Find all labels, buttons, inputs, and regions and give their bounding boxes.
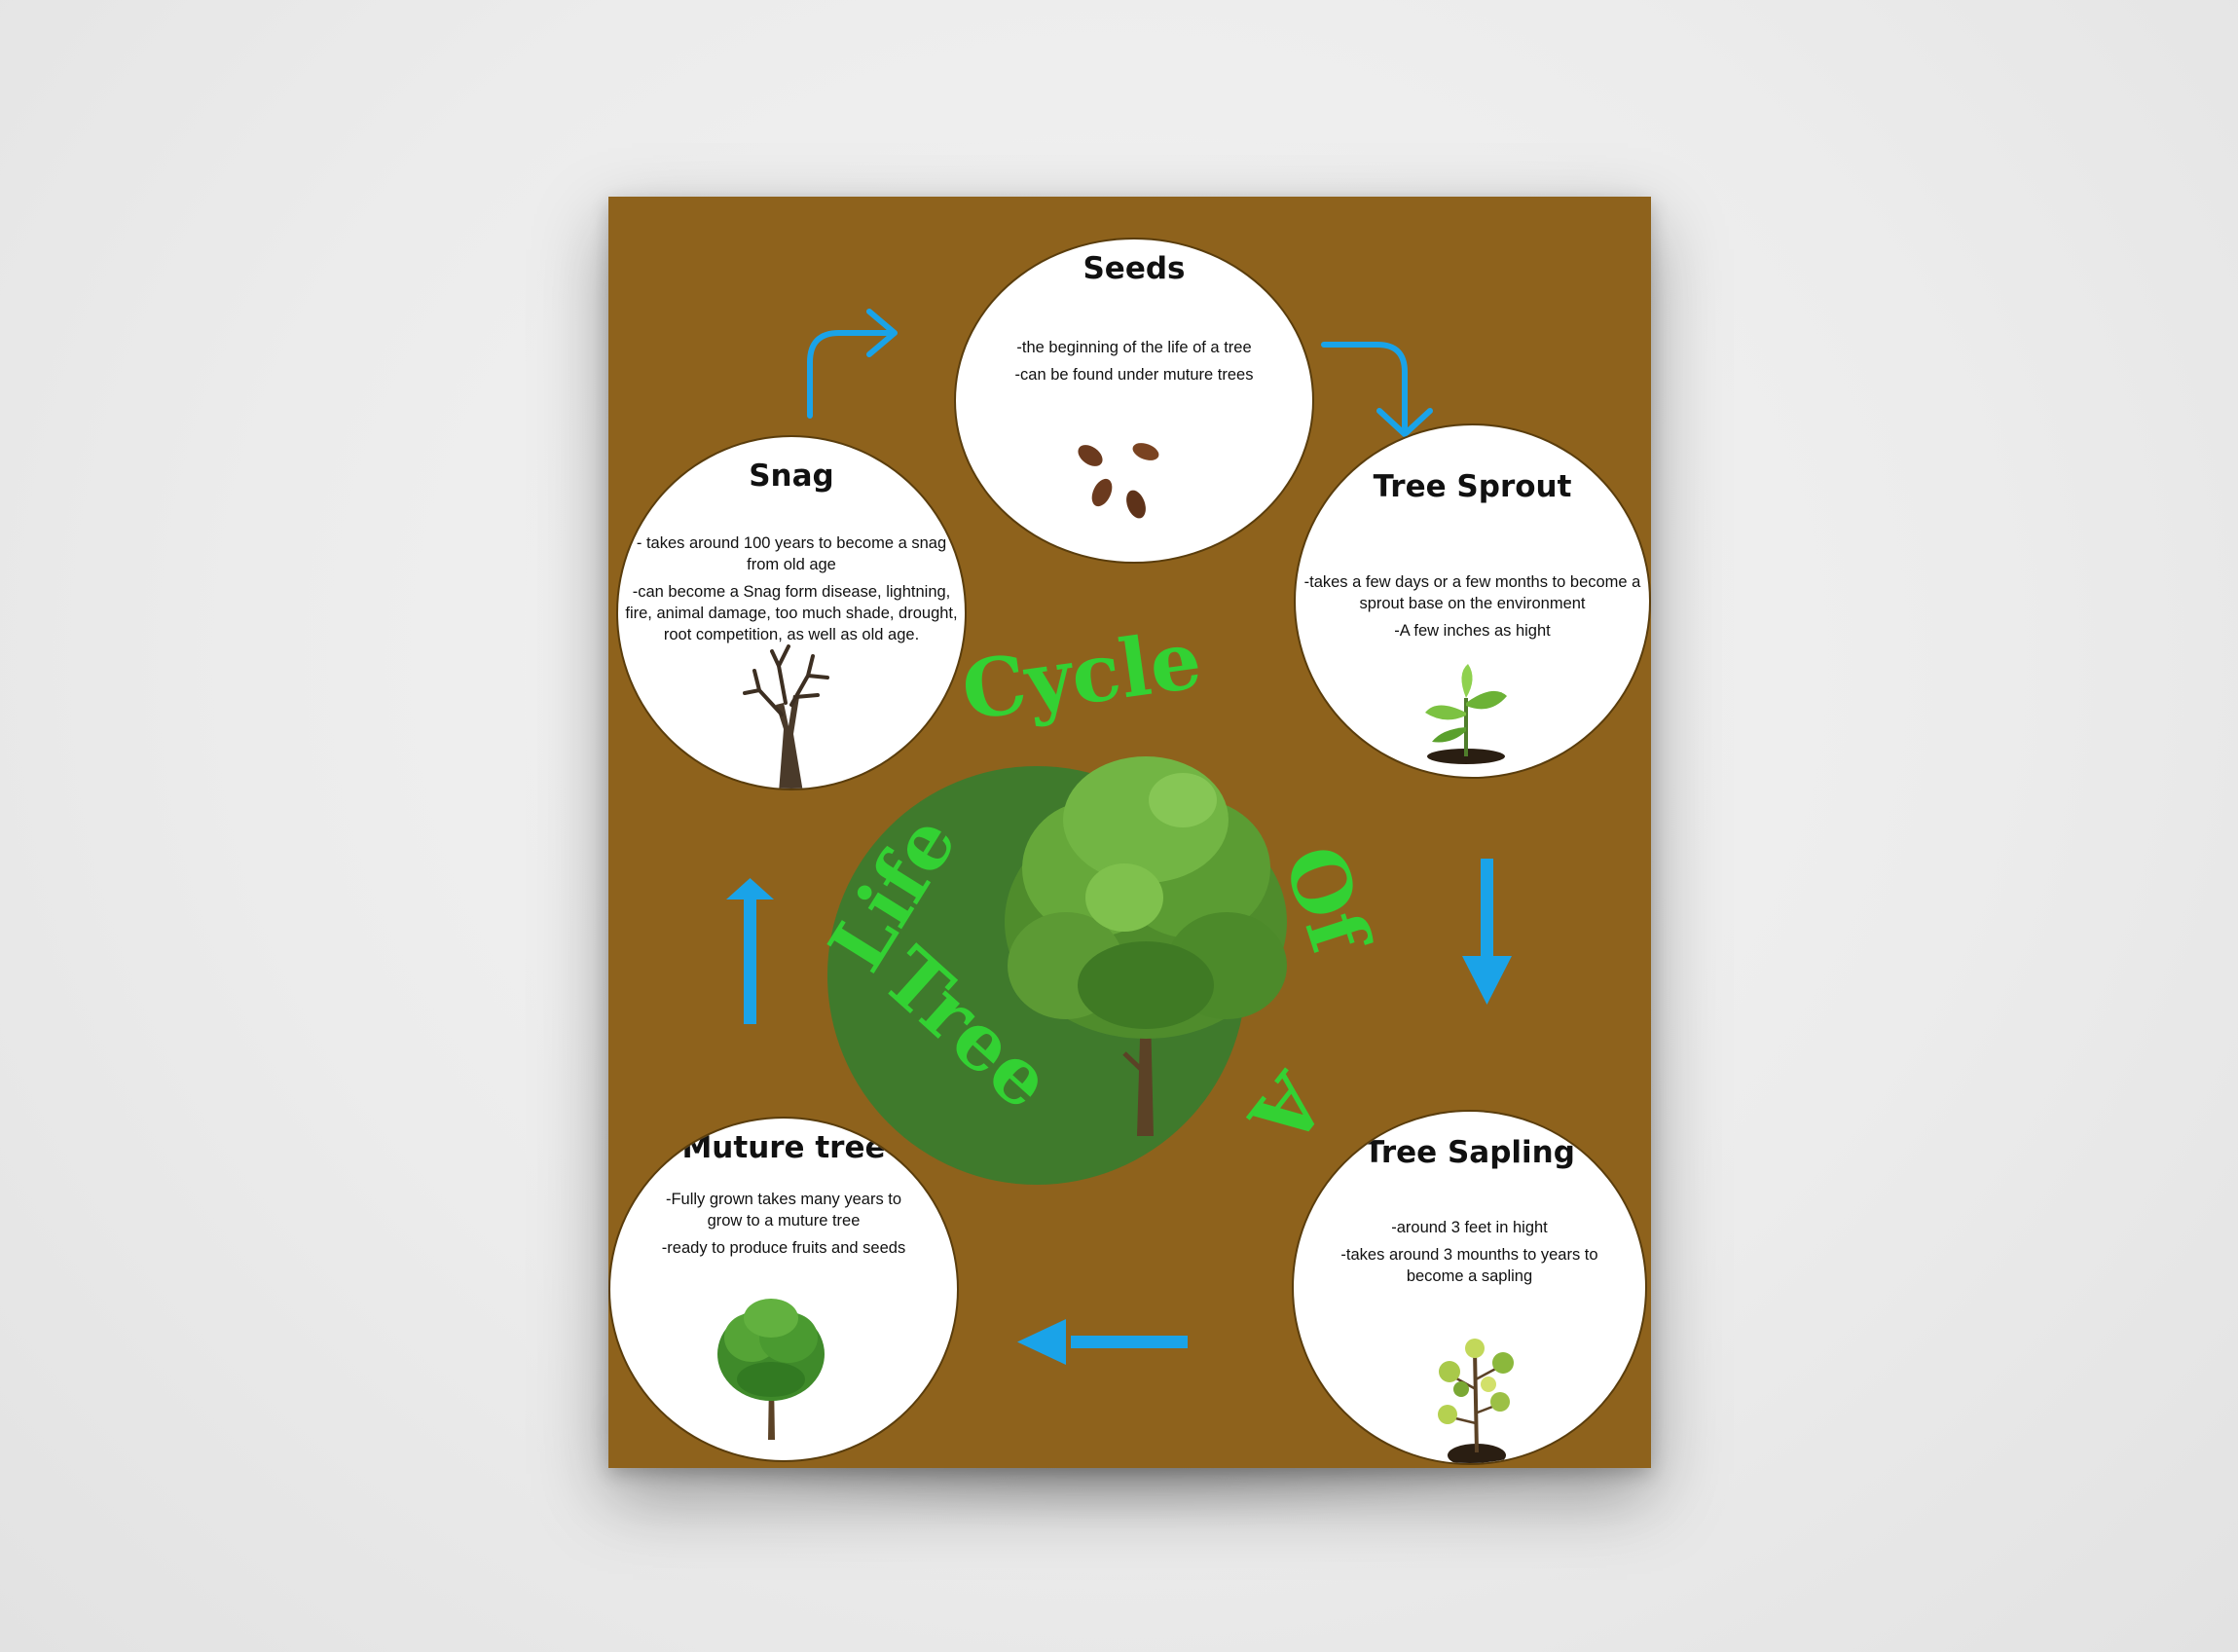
stage-seeds-line-2: -can be found under muture trees: [1014, 366, 1254, 384]
mature-to-snag-arrow: [726, 878, 774, 1024]
stage-sapling-title: Tree Sapling: [1364, 1135, 1575, 1170]
stage-sapling-line-2: -takes around 3 mounths to years to beco…: [1340, 1246, 1598, 1285]
stage-sprout-desc: -takes a few days or a few months to bec…: [1303, 571, 1641, 647]
stage-sapling-line-1: -around 3 feet in hight: [1391, 1219, 1548, 1236]
stage-mature-title: Muture tree: [681, 1130, 886, 1165]
stage-sprout-line-2: -A few inches as hight: [1394, 622, 1551, 640]
stage-snag: Snag - takes around 100 years to become …: [616, 435, 967, 790]
center-illustration: Life Cycle Of A Tree: [813, 613, 1388, 1163]
stage-seeds-title: Seeds: [1082, 251, 1186, 286]
stage-snag-line-2: -can become a Snag form disease, lightni…: [625, 583, 958, 643]
seeds-icon: [1078, 443, 1159, 519]
stage-snag-title: Snag: [749, 459, 834, 494]
stage-sprout: Tree Sprout -takes a few days or a few m…: [1294, 423, 1651, 779]
stage-mature-desc: -Fully grown takes many years to grow to…: [654, 1189, 913, 1265]
stage-sprout-title: Tree Sprout: [1373, 469, 1572, 504]
sapling-icon: [1438, 1339, 1514, 1463]
life-cycle-poster: Life Cycle Of A Tree: [608, 197, 1651, 1468]
stage-seeds-line-1: -the beginning of the life of a tree: [1016, 339, 1252, 356]
big-tree-icon: [1005, 756, 1287, 1136]
stage-mature-line-1: -Fully grown takes many years to grow to…: [665, 1191, 902, 1230]
sapling-to-mature-arrow: [1017, 1319, 1188, 1365]
stage-snag-line-1: - takes around 100 years to become a sna…: [636, 534, 947, 573]
sprout-to-sapling-arrow: [1462, 859, 1512, 1005]
stage-mature: Muture tree -Fully grown takes many year…: [608, 1117, 959, 1462]
seeds-to-sprout-arrow: [1321, 342, 1433, 437]
stage-snag-desc: - takes around 100 years to become a sna…: [622, 532, 961, 651]
stage-seeds-desc: -the beginning of the life of a tree -ca…: [964, 337, 1304, 391]
sprout-icon: [1425, 664, 1507, 764]
stage-sapling: Tree Sapling -around 3 feet in hight -ta…: [1292, 1110, 1647, 1465]
stage-mature-line-2: -ready to produce fruits and seeds: [661, 1239, 906, 1257]
stage-sapling-desc: -around 3 feet in hight -takes around 3 …: [1333, 1217, 1606, 1293]
stage-seeds: Seeds -the beginning of the life of a tr…: [954, 238, 1314, 564]
snag-to-seeds-arrow: [807, 309, 898, 419]
mature-tree-icon: [717, 1299, 825, 1440]
stage-sprout-line-1: -takes a few days or a few months to bec…: [1303, 573, 1641, 612]
snag-icon: [743, 644, 829, 789]
